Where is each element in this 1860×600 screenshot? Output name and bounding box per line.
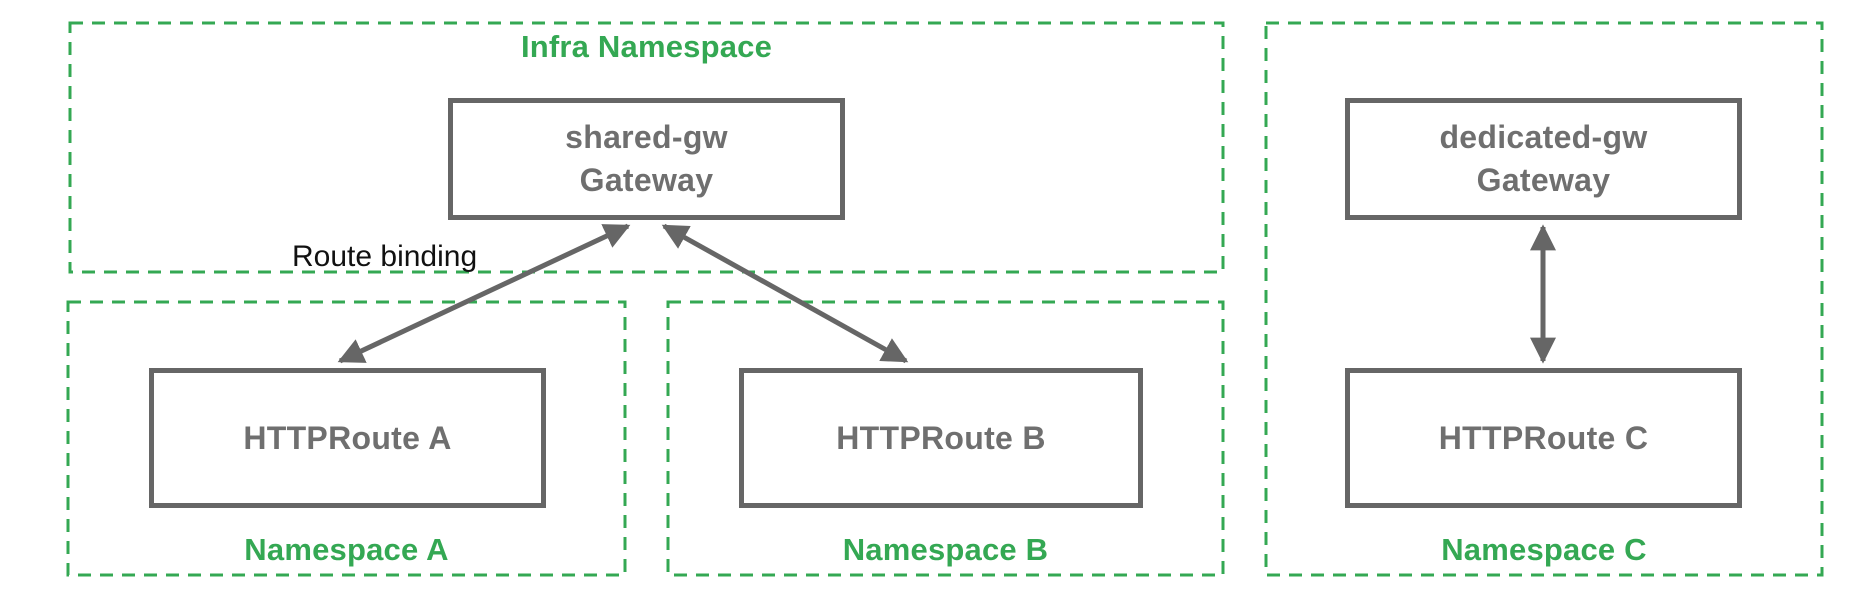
dedicated-gw-kind: Gateway: [1476, 162, 1611, 198]
route-binding-annotation: Route binding: [292, 240, 478, 273]
namespace-a-border: [66, 300, 627, 577]
dedicated-gw-gateway-box: dedicated-gw Gateway: [1345, 98, 1742, 220]
shared-gw-kind: Gateway: [579, 162, 714, 198]
infra-namespace-border: [68, 21, 1225, 274]
httproute-b-name: HTTPRoute B: [836, 419, 1046, 456]
shared-gw-name: shared-gw: [565, 119, 728, 155]
httproute-c-name: HTTPRoute C: [1438, 419, 1649, 456]
namespace-b-border: [666, 300, 1225, 577]
arrow-httproute-a-to-shared-gw: [337, 223, 631, 364]
arrow-httproute-b-to-shared-gw: [661, 223, 909, 364]
namespace-b-label: Namespace B: [842, 532, 1049, 567]
infra-namespace-label: Infra Namespace: [520, 29, 773, 64]
namespace-a-label: Namespace A: [244, 532, 449, 567]
httproute-a-box: HTTPRoute A: [149, 368, 546, 508]
namespace-c-label: Namespace C: [1441, 532, 1647, 567]
httproute-a-name: HTTPRoute A: [243, 419, 452, 456]
httproute-b-box: HTTPRoute B: [739, 368, 1143, 508]
httproute-c-box: HTTPRoute C: [1345, 368, 1742, 508]
dedicated-gw-name: dedicated-gw: [1439, 119, 1648, 155]
shared-gw-gateway-box: shared-gw Gateway: [448, 98, 845, 220]
namespace-c-border: [1264, 21, 1824, 577]
